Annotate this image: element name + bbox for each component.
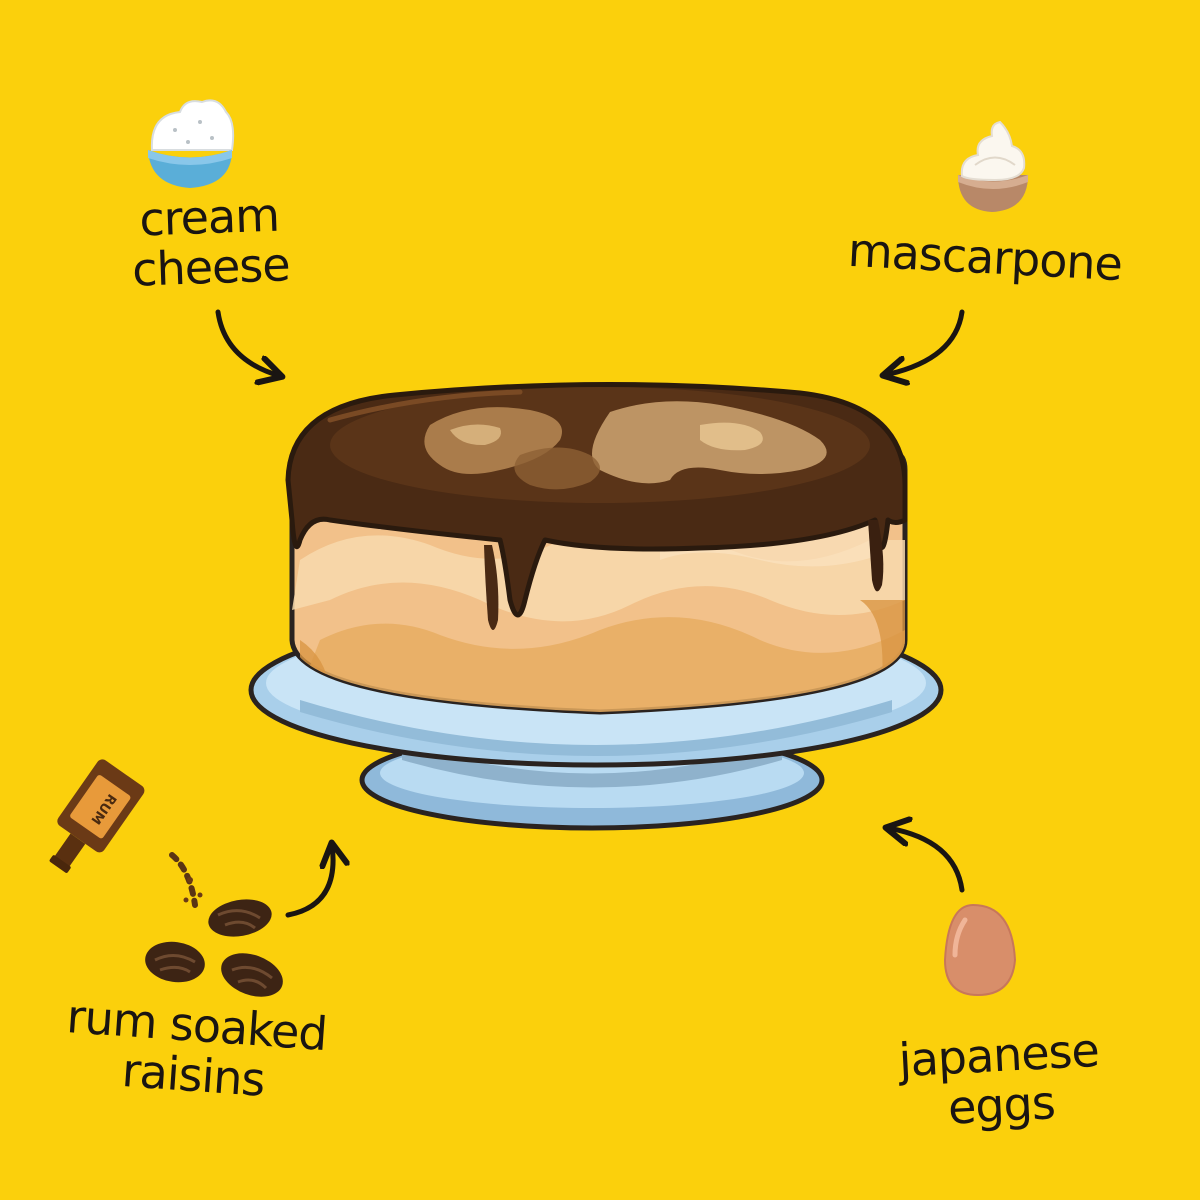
label-cream-cheese-line1: cream xyxy=(138,187,280,247)
arrow-mascarpone xyxy=(885,309,965,375)
raisins-icon xyxy=(145,899,283,997)
arrow-rum-raisins xyxy=(285,845,333,918)
label-cream-cheese: cream cheese xyxy=(118,187,301,297)
arrows xyxy=(215,309,965,918)
label-cream-cheese-line2: cheese xyxy=(131,237,291,297)
cheesecake xyxy=(285,381,908,715)
rum-pour-stream xyxy=(169,852,203,908)
arrow-eggs xyxy=(888,828,965,893)
egg-icon xyxy=(943,903,1017,997)
rum-bottle-icon: RUM xyxy=(49,759,145,873)
label-rum-soaked-raisins: rum soaked raisins xyxy=(57,989,333,1110)
label-eggs-line1: japanese xyxy=(897,1022,1100,1088)
label-japanese-eggs: japanese eggs xyxy=(888,1022,1113,1135)
cream-cheese-bowl-icon xyxy=(148,99,235,188)
mascarpone-cup-icon xyxy=(958,120,1028,212)
arrow-cream-cheese xyxy=(215,309,280,376)
